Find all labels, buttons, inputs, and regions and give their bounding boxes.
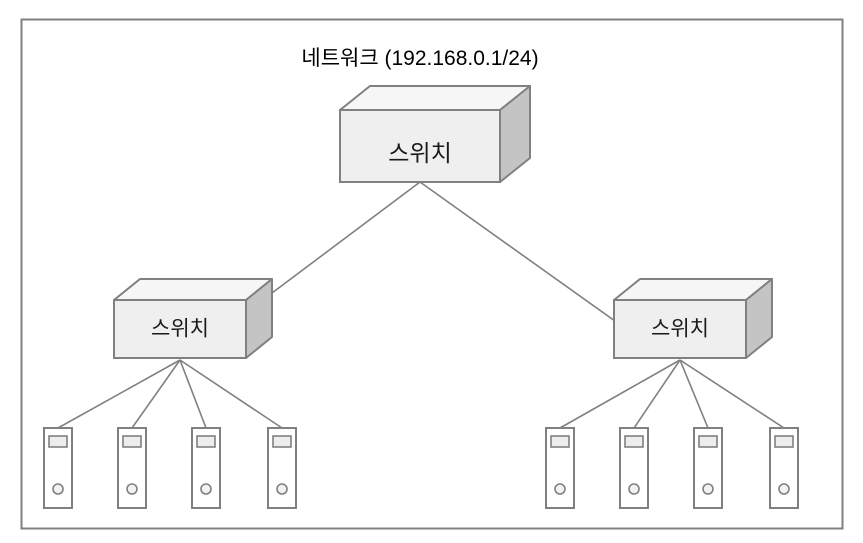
- link-right-switch-to-server-r2: [633, 359, 681, 429]
- node-core-switch[interactable]: 스위치: [339, 85, 531, 183]
- link-right-switch-to-server-r4: [679, 359, 785, 429]
- right-switch-top-face: [613, 278, 773, 301]
- core-switch-label: 스위치: [388, 140, 451, 166]
- left-switch-top-face: [113, 278, 273, 301]
- node-left-switch[interactable]: 스위치: [113, 278, 273, 359]
- core-switch-front-face: [339, 109, 501, 183]
- link-group-right: [559, 359, 785, 429]
- server-l1[interactable]: [43, 427, 73, 509]
- diagram-title: 네트워크 (192.168.0.1/24): [301, 47, 538, 70]
- right-switch-label: 스위치: [651, 318, 709, 341]
- server-r3[interactable]: [693, 427, 723, 509]
- left-switch-front-face: [113, 299, 247, 359]
- link-left-switch-to-server-l1: [57, 359, 181, 429]
- link-left-switch-to-server-l2: [131, 359, 181, 429]
- server-r2[interactable]: [619, 427, 649, 509]
- link-left-switch-to-server-l4: [179, 359, 283, 429]
- server-r1[interactable]: [545, 427, 575, 509]
- left-switch-label: 스위치: [151, 318, 209, 341]
- link-right-switch-to-server-r3: [679, 359, 709, 429]
- node-right-switch[interactable]: 스위치: [613, 278, 773, 359]
- server-l2[interactable]: [117, 427, 147, 509]
- server-r4[interactable]: [769, 427, 799, 509]
- link-right-switch-to-server-r1: [559, 359, 681, 429]
- link-left-switch-to-server-l3: [179, 359, 207, 429]
- server-l4[interactable]: [267, 427, 297, 509]
- right-switch-front-face: [613, 299, 747, 359]
- server-l3[interactable]: [191, 427, 221, 509]
- link-group-left: [57, 359, 283, 429]
- core-switch-top-face: [339, 85, 531, 111]
